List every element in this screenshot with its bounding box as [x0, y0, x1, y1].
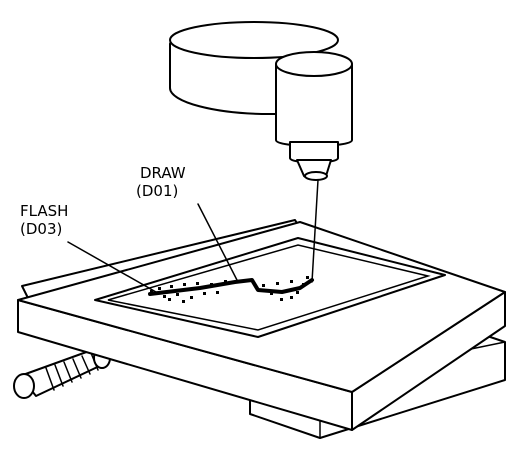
draw-leader-line: [197, 203, 239, 283]
light-beam: [311, 179, 319, 283]
flash-code-label: (D03): [20, 220, 62, 238]
draw-code-label: (D01): [136, 182, 178, 200]
draw-label: DRAW: [140, 164, 186, 182]
flash-dots: [150, 276, 309, 303]
plotter-head: [169, 21, 353, 181]
flash-leader-line: [67, 241, 157, 293]
film-area: [94, 237, 446, 338]
plotted-trace: [148, 276, 314, 303]
flash-label: FLASH: [20, 202, 68, 220]
